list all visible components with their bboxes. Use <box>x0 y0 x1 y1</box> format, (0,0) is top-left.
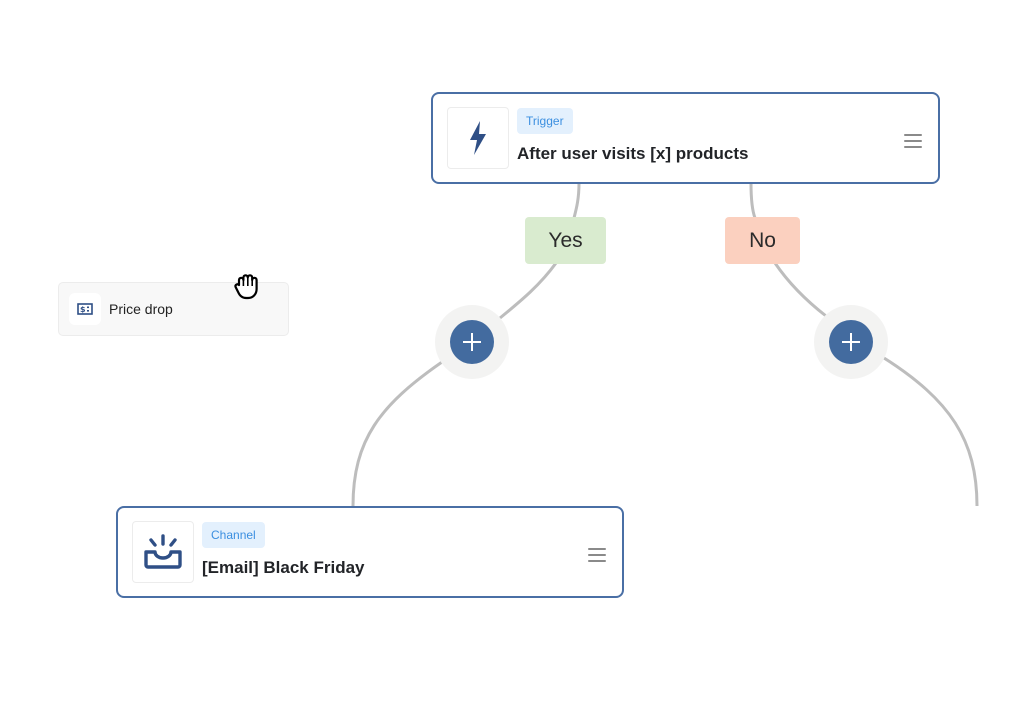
channel-node[interactable]: Channel [Email] Black Friday <box>116 506 624 598</box>
add-step-button-yes[interactable] <box>450 320 494 364</box>
plus-icon <box>463 333 481 351</box>
edge-no-to-add <box>773 262 827 318</box>
add-step-halo-no <box>814 305 888 379</box>
channel-badge: Channel <box>202 522 265 548</box>
inbox-notification-icon <box>132 521 194 583</box>
add-step-halo-yes <box>435 305 509 379</box>
edge-add-to-next <box>883 356 979 507</box>
svg-text:$: $ <box>80 305 86 314</box>
edge-trigger-to-no <box>749 182 757 219</box>
branch-label-no-text: No <box>749 229 776 252</box>
branch-label-yes[interactable]: Yes <box>525 217 606 264</box>
add-step-button-no[interactable] <box>829 320 873 364</box>
edge-add-to-channel <box>351 360 443 507</box>
hamburger-menu-icon[interactable] <box>588 548 606 562</box>
trigger-node[interactable]: Trigger After user visits [x] products <box>431 92 940 184</box>
palette-item-label: Price drop <box>109 301 173 317</box>
channel-title: [Email] Black Friday <box>202 558 365 577</box>
palette-item-price-drop[interactable]: $ Price drop <box>58 282 289 336</box>
edge-yes-to-add <box>499 262 558 320</box>
edge-trigger-to-yes <box>572 182 581 219</box>
branch-label-no[interactable]: No <box>725 217 800 264</box>
branch-label-yes-text: Yes <box>548 229 583 252</box>
plus-icon <box>842 333 860 351</box>
price-tag-icon: $ <box>69 293 101 325</box>
grab-hand-cursor-icon <box>233 271 261 301</box>
hamburger-menu-icon[interactable] <box>904 134 922 148</box>
trigger-title: After user visits [x] products <box>517 144 749 163</box>
trigger-badge: Trigger <box>517 108 573 134</box>
lightning-bolt-icon <box>447 107 509 169</box>
